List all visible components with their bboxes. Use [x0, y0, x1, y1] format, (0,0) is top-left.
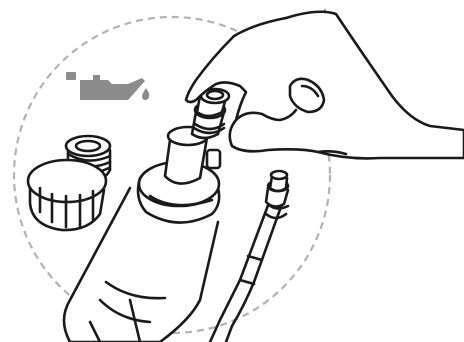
hand	[186, 12, 464, 159]
oil-can-icon	[66, 72, 149, 100]
hose	[210, 171, 288, 342]
coupling-adapter	[28, 136, 110, 230]
